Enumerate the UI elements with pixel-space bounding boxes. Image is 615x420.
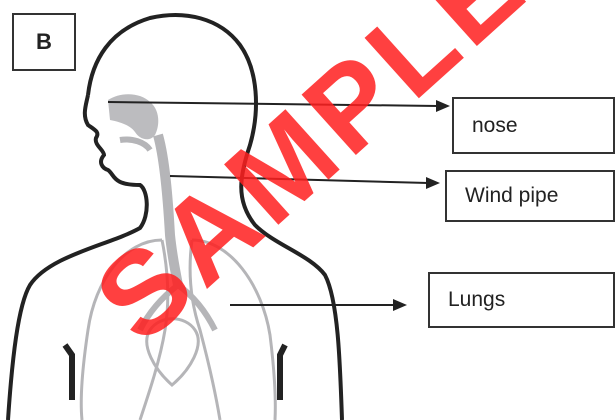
torso-mark-left	[65, 345, 72, 400]
label-nose-text: nose	[472, 114, 518, 138]
mouth-passage	[120, 139, 150, 150]
label-lungs: Lungs	[428, 272, 615, 328]
label-wind-pipe-text: Wind pipe	[465, 184, 558, 208]
wind-pipe-arrowhead	[426, 177, 440, 189]
nasal-cavity	[108, 94, 158, 139]
panel-letter: B	[12, 13, 76, 71]
label-nose: nose	[452, 97, 615, 154]
label-wind-pipe: Wind pipe	[445, 170, 615, 222]
torso-mark-right	[280, 345, 285, 400]
lungs-arrowhead	[393, 299, 407, 311]
label-lungs-text: Lungs	[448, 288, 505, 312]
